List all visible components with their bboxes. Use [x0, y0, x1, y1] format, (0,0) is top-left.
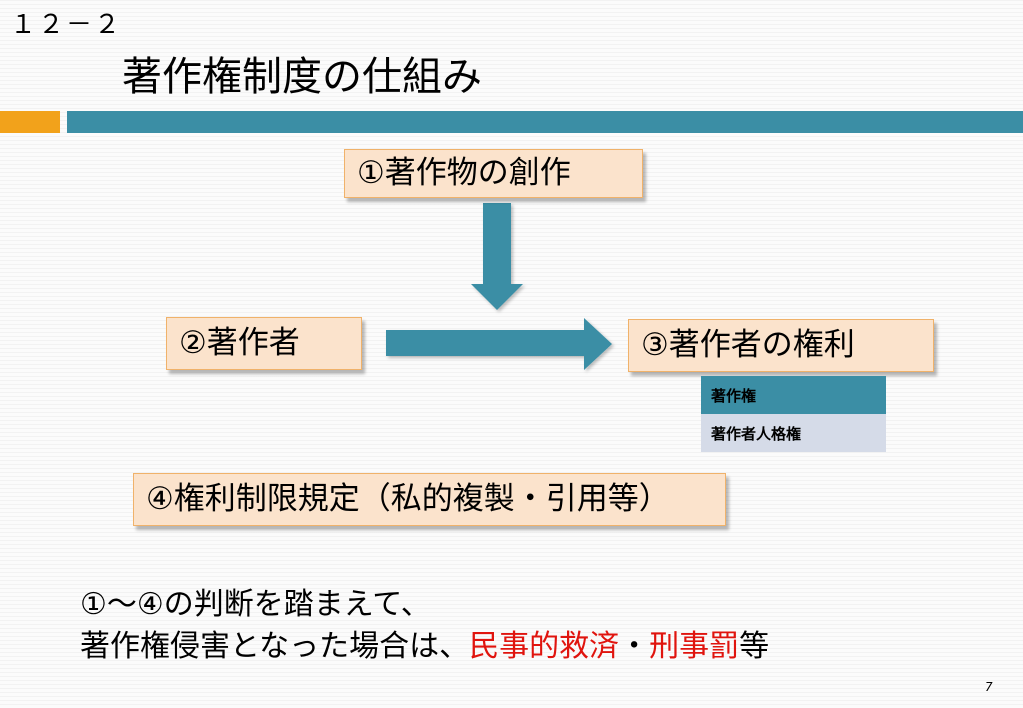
moral-rights-cell: 著作者人格権: [701, 414, 886, 452]
rights-table: 著作権 著作者人格権: [701, 376, 886, 452]
page-title: 著作権制度の仕組み: [122, 54, 482, 100]
author-rights-label: ③著作者の権利: [641, 327, 855, 363]
conclusion-prefix: 著作権侵害となった場合は、: [80, 629, 470, 664]
conclusion-text: ①～④の判断を踏まえて、 著作権侵害となった場合は、民事的救済・刑事罰等: [80, 584, 769, 668]
author-label: ②著作者: [179, 325, 300, 361]
slide-label: １２－２: [10, 10, 123, 40]
conclusion-line-1: ①～④の判断を踏まえて、: [80, 587, 431, 622]
table-row: 著作権: [701, 376, 886, 414]
criminal-penalty: 刑事罰: [649, 629, 740, 664]
author-rights-box: ③著作者の権利: [628, 319, 934, 372]
limitations-box: ④権利制限規定（私的複製・引用等）: [133, 473, 726, 526]
author-box: ②著作者: [166, 317, 362, 370]
conclusion-line-2: 著作権侵害となった場合は、民事的救済・刑事罰等: [80, 626, 769, 668]
right-arrow: [386, 318, 612, 370]
header-band-accent: [0, 111, 60, 133]
conclusion-suffix: 等: [739, 629, 770, 664]
creation-label: ①著作物の創作: [357, 155, 571, 191]
separator: ・: [619, 629, 650, 664]
header-band: [67, 111, 1023, 133]
copyright-cell: 著作権: [701, 376, 886, 414]
creation-box: ①著作物の創作: [344, 149, 643, 198]
table-row: 著作者人格権: [701, 414, 886, 452]
civil-remedy: 民事的救済: [469, 629, 620, 664]
down-arrow: [471, 203, 523, 310]
page-number: 7: [985, 680, 993, 694]
limitations-label: ④権利制限規定（私的複製・引用等）: [146, 481, 670, 517]
